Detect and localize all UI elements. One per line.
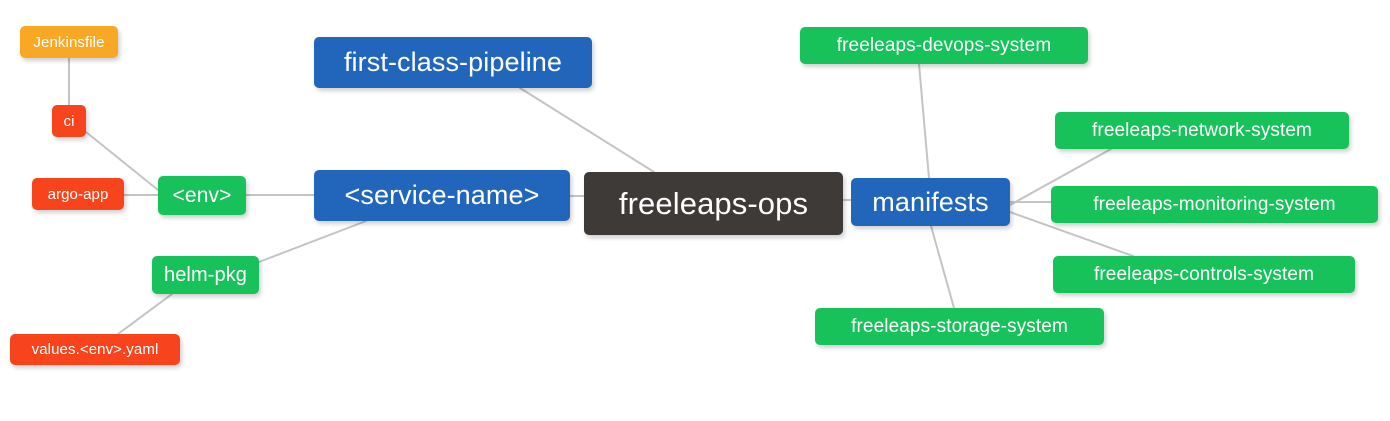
edge-values-helmpkg <box>117 293 173 335</box>
node-freeleaps-network-system[interactable]: freeleaps-network-system <box>1055 112 1349 149</box>
node-label-ci: ci <box>63 112 75 130</box>
node-label-first-class-pipeline: first-class-pipeline <box>343 47 563 77</box>
node-freeleaps-devops-system[interactable]: freeleaps-devops-system <box>800 27 1088 64</box>
node-freeleaps-storage-system[interactable]: freeleaps-storage-system <box>815 308 1104 345</box>
node-jenkinsfile[interactable]: Jenkinsfile <box>20 26 118 58</box>
node-label-freeleaps-monitoring-system: freeleaps-monitoring-system <box>1093 194 1336 215</box>
node-label-freeleaps-network-system: freeleaps-network-system <box>1092 120 1312 141</box>
node-label-freeleaps-controls-system: freeleaps-controls-system <box>1093 264 1315 285</box>
node-service-name[interactable]: <service-name> <box>314 170 570 221</box>
node-label-manifests: manifests <box>872 186 989 217</box>
node-label-values-env-yaml: values.<env>.yaml <box>31 341 159 358</box>
node-label-argo-app: argo-app <box>47 185 109 203</box>
node-argo-app[interactable]: argo-app <box>32 178 124 210</box>
edge-manifests-storage <box>930 225 955 309</box>
node-label-freeleaps-devops-system: freeleaps-devops-system <box>836 35 1052 56</box>
node-manifests[interactable]: manifests <box>851 178 1010 226</box>
edge-pipeline-ops <box>519 87 655 173</box>
node-label-freeleaps-storage-system: freeleaps-storage-system <box>851 316 1068 337</box>
node-freeleaps-controls-system[interactable]: freeleaps-controls-system <box>1053 256 1355 293</box>
node-values-env-yaml[interactable]: values.<env>.yaml <box>10 334 180 365</box>
node-helm-pkg[interactable]: helm-pkg <box>152 256 259 294</box>
edge-helmpkg-servicename <box>258 220 367 263</box>
node-label-service-name: <service-name> <box>344 180 540 210</box>
node-freeleaps-ops[interactable]: freeleaps-ops <box>584 172 843 235</box>
node-freeleaps-monitoring-system[interactable]: freeleaps-monitoring-system <box>1051 186 1378 223</box>
node-label-freeleaps-ops: freeleaps-ops <box>618 186 809 221</box>
node-first-class-pipeline[interactable]: first-class-pipeline <box>314 37 592 88</box>
node-ci[interactable]: ci <box>52 105 86 137</box>
node-env[interactable]: <env> <box>158 176 246 215</box>
node-label-env: <env> <box>172 184 232 207</box>
edge-manifests-devops <box>918 63 930 179</box>
node-label-helm-pkg: helm-pkg <box>163 264 248 286</box>
node-label-jenkinsfile: Jenkinsfile <box>33 33 105 51</box>
